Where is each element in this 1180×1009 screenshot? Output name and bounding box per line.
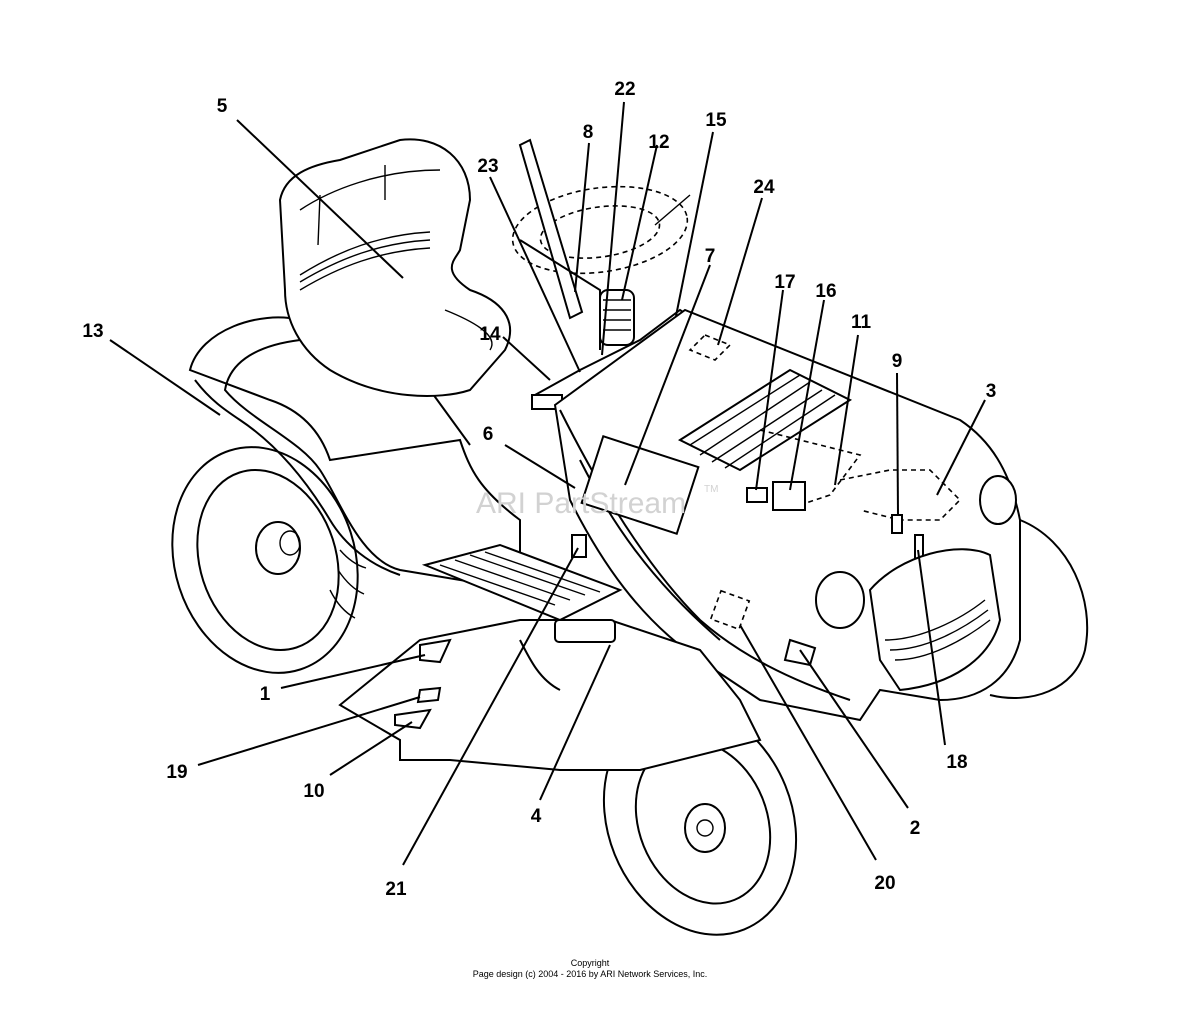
callout-3: 3 (986, 381, 997, 402)
callout-6: 6 (483, 424, 494, 445)
callout-9: 9 (892, 351, 903, 372)
callout-14: 14 (479, 324, 501, 345)
callout-7: 7 (705, 246, 716, 267)
mower-deck (338, 543, 762, 771)
callout-22: 22 (614, 79, 635, 100)
callout-5: 5 (217, 96, 228, 117)
copyright-footer: Copyright Page design (c) 2004 - 2016 by… (0, 958, 1180, 980)
copyright-notice: Page design (c) 2004 - 2016 by ARI Netwo… (472, 969, 708, 979)
callout-8: 8 (583, 122, 594, 143)
callout-24: 24 (753, 177, 775, 198)
callout-17: 17 (774, 272, 795, 293)
callout-19: 19 (166, 762, 187, 783)
callout-labels: 5 22 8 12 15 23 24 7 17 16 11 9 3 13 14 … (82, 79, 996, 900)
leader-lines (109, 101, 986, 866)
callout-12: 12 (648, 132, 669, 153)
grille (815, 475, 1017, 692)
watermark-tm: TM (704, 484, 718, 495)
watermark-text: ARI PartStream (476, 487, 686, 520)
callout-4: 4 (531, 806, 542, 827)
steering-assembly (511, 138, 691, 350)
far-front-wheel (989, 519, 1089, 699)
callout-10: 10 (303, 781, 324, 802)
callout-18: 18 (946, 752, 967, 773)
tractor-illustration (171, 138, 1089, 936)
seat (278, 138, 511, 397)
callout-16: 16 (815, 281, 836, 302)
callout-20: 20 (874, 873, 895, 894)
callout-15: 15 (705, 110, 727, 131)
rear-wheel (171, 446, 367, 674)
copyright-label: Copyright (570, 958, 610, 968)
callout-21: 21 (385, 879, 407, 900)
callout-1: 1 (260, 684, 271, 705)
callout-13: 13 (82, 321, 103, 342)
callout-23: 23 (477, 156, 498, 177)
callout-11: 11 (851, 312, 872, 333)
callout-2: 2 (910, 818, 921, 839)
